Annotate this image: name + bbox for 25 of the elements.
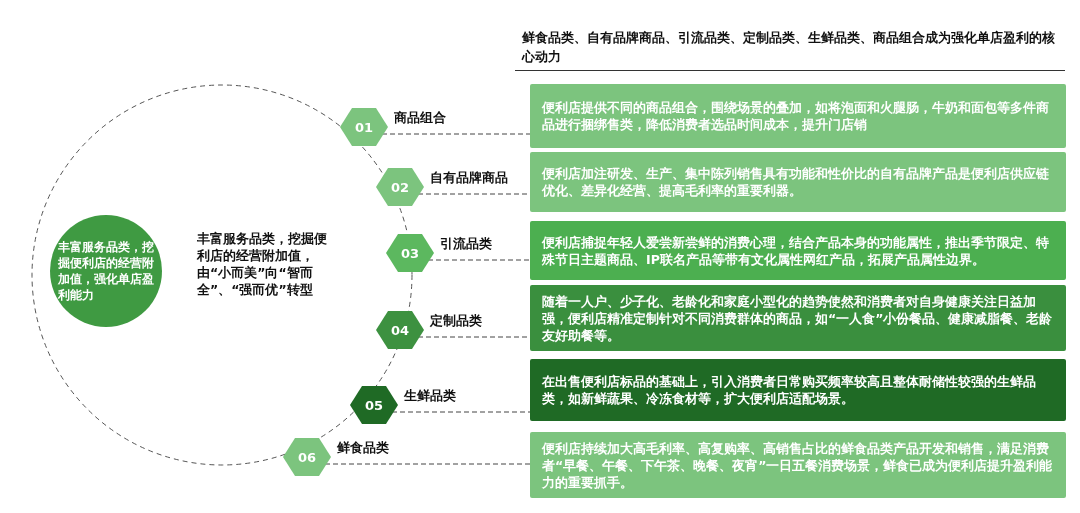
category-label: 生鲜品类 — [404, 388, 456, 405]
description-box: 便利店捕捉年轻人爱尝新尝鲜的消费心理，结合产品本身的功能属性，推出季节限定、特殊节日主题商品、IP联名产品等带有文化属性网红产品，拓展产品属性边界。 — [530, 221, 1066, 280]
step-hexagon: 02 — [376, 168, 424, 206]
step-hexagon: 01 — [340, 108, 388, 146]
summary-circle: 丰富服务品类，挖掘便利店的经营附加值，强化单店盈利能力 — [50, 215, 162, 327]
leader-line — [381, 133, 531, 135]
step-hexagon: 03 — [386, 234, 434, 272]
note-text: 丰富服务品类，挖掘便利店的经营附加值，由“小而美”向“智而全”、“强而优”转型 — [197, 230, 328, 298]
description-box: 便利店提供不同的商品组合，围绕场景的叠加，如将泡面和火腿肠，牛奶和面包等多件商品进行捆绑售类，降低消费者选品时间成本，提升门店销 — [530, 84, 1066, 148]
category-label: 自有品牌商品 — [430, 170, 508, 187]
description-box: 在出售便利店标品的基础上，引入消费者日常购买频率较高且整体耐储性较强的生鲜品类，如新鲜蔬果、冷冻食材等，扩大便利店适配场景。 — [530, 359, 1066, 421]
description-box: 便利店持续加大高毛利率、高复购率、高销售占比的鲜食品类产品开发和销售，满足消费者“早餐、午餐、下午茶、晚餐、夜宵”一日五餐消费场景，鲜食已成为便利店提升盈利能力的重要抓手。 — [530, 432, 1066, 498]
category-label: 定制品类 — [430, 313, 482, 330]
leader-line — [391, 411, 531, 413]
category-label: 鲜食品类 — [337, 440, 389, 457]
category-label: 商品组合 — [394, 110, 446, 127]
leader-line — [324, 463, 531, 465]
step-hexagon: 05 — [350, 386, 398, 424]
description-box: 随着一人户、少子化、老龄化和家庭小型化的趋势使然和消费者对自身健康关注日益加强，便利店精准定制针对不同消费群体的商品，如“一人食”小份餐品、健康减脂餐、老龄友好助餐等。 — [530, 285, 1066, 351]
step-hexagon: 04 — [376, 311, 424, 349]
leader-line — [427, 259, 531, 261]
title: 鲜食品类、自有品牌商品、引流品类、定制品类、生鲜品类、商品组合成为强化单店盈利的核心动力 — [522, 29, 1056, 66]
description-box: 便利店加注研发、生产、集中陈列销售具有功能和性价比的自有品牌产品是便利店供应链优化、差异化经营、提高毛利率的重要利器。 — [530, 152, 1066, 212]
step-hexagon: 06 — [283, 438, 331, 476]
category-label: 引流品类 — [440, 236, 492, 253]
